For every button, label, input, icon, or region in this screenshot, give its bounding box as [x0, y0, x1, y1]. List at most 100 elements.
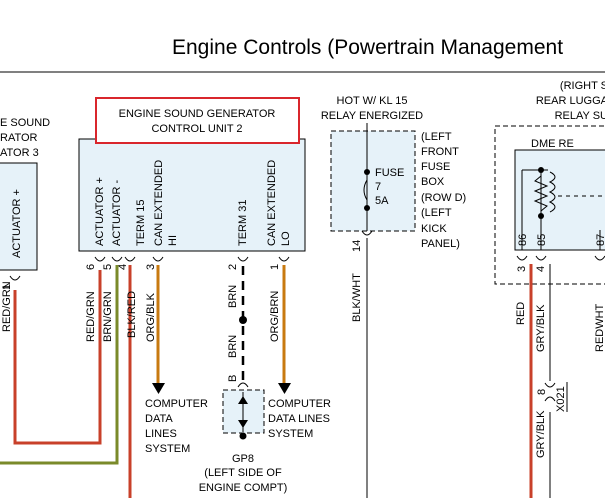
fuse-rating: 5A — [375, 195, 389, 207]
left-actuator-box — [0, 162, 38, 271]
fuse-box-line-3: FUSE — [421, 161, 450, 173]
left-component-label-3: ATOR 3 — [0, 147, 39, 159]
dme-connector-number: 8 — [536, 389, 548, 395]
fuse-element — [363, 179, 368, 201]
ground-location-1: (LEFT SIDE OF — [204, 467, 282, 479]
fuse-header-1: HOT W/ KL 15 — [337, 95, 408, 107]
fuse-box-line-1: (LEFT — [421, 131, 452, 143]
data-lines-right-3: SYSTEM — [268, 428, 313, 440]
data-lines-arrow-right — [278, 383, 291, 394]
dme-pin3-number: 3 — [516, 266, 528, 272]
dme-pin-right-connector — [594, 255, 605, 261]
control-unit-title-highlight — [95, 97, 300, 144]
cu-pin-can-hi-label-2: HI — [167, 235, 179, 246]
fuse-wire-label: BLK/WHT — [351, 273, 363, 322]
dme-relay: (RIGHT S REAR LUGGA RELAY SU DME RE 86 8… — [494, 80, 605, 285]
left-component-label-2: RATOR — [0, 132, 38, 144]
diagram-title: Engine Controls (Powertrain Management — [172, 36, 563, 59]
cu-pin3-connector — [152, 256, 164, 262]
data-lines-left-3: LINES — [145, 428, 177, 440]
cu-pin-actuator-plus-label: ACTUATOR + — [94, 177, 106, 246]
dme-terminal-85: 85 — [536, 234, 548, 246]
ground-arrow-down — [238, 420, 248, 428]
cu-pin-term31-label: TERM 31 — [237, 200, 249, 246]
wire-label-blk-red: BLK/RED — [126, 291, 138, 338]
ground-location-2: ENGINE COMPT) — [199, 482, 288, 494]
data-lines-left-1: COMPUTER — [145, 398, 208, 410]
cu-pin-term15-label: TERM 15 — [135, 200, 147, 246]
fuse-box-line-5: (ROW D) — [421, 192, 466, 204]
fuse-bottom-dot — [364, 205, 370, 211]
cu-pin-can-lo-label-2: LO — [280, 231, 292, 246]
cu-pin1-number: 1 — [269, 264, 281, 270]
ground-wire-label-lower: BRN — [227, 335, 239, 358]
data-lines-right-2: DATA LINES — [268, 413, 330, 425]
dme-coil-resistor — [533, 175, 549, 212]
fuse-7: HOT W/ KL 15 RELAY ENERGIZED FUSE 7 5A (… — [321, 95, 466, 498]
dme-coil-winding — [548, 171, 556, 213]
cu-pin6-number: 6 — [85, 264, 97, 270]
data-lines-right-1: COMPUTER — [268, 398, 331, 410]
ground-wire-label-upper: BRN — [227, 285, 239, 308]
fuse-box-line-6: (LEFT — [421, 207, 452, 219]
dme-x021-connector-top — [544, 382, 556, 388]
dme-wire-label-red-wht: REDWHT — [594, 303, 605, 352]
cu-pin5-connector — [111, 256, 123, 262]
data-lines-left-2: DATA — [145, 413, 173, 425]
wire-label-org-blk: ORG/BLK — [145, 292, 157, 342]
ground-connector-symbol — [237, 382, 249, 388]
dme-x021-connector-bottom — [544, 396, 556, 402]
data-lines-left-4: SYSTEM — [145, 443, 190, 455]
cu-pin1-connector — [278, 256, 290, 262]
fuse-box-line-8: PANEL) — [421, 238, 460, 250]
left-actuator-pin-number: 1 — [1, 284, 13, 290]
left-actuator-pin-label: ACTUATOR + — [11, 189, 23, 258]
fuse-pin-number: 14 — [351, 240, 363, 252]
dme-terminal-87: 87 — [595, 234, 605, 246]
wire-brn-grn-loop — [0, 265, 119, 465]
dme-relay-box — [514, 149, 605, 251]
dme-pin4-number: 4 — [535, 266, 547, 272]
control-unit-box — [78, 138, 306, 252]
ground-name: GP8 — [232, 453, 254, 465]
fuse-box-line-7: KICK — [421, 223, 447, 235]
ground-splice-dot — [239, 316, 247, 324]
dme-wire-label-gry-blk: GRY/BLK — [535, 304, 547, 352]
dme-terminal-86: 86 — [517, 234, 529, 246]
wire-label-brn-grn: BRN/GRN — [102, 291, 114, 342]
cu-pin6-connector — [94, 256, 106, 262]
fuse-header-2: RELAY ENERGIZED — [321, 110, 423, 122]
ground-arrow-up — [238, 396, 248, 404]
dme-wire-label-red: RED — [515, 302, 527, 325]
wire-label-red-grn: RED/GRN — [85, 291, 97, 342]
fuse-number: 7 — [375, 181, 381, 193]
control-unit-name-1: ENGINE SOUND GENERATOR — [119, 108, 276, 120]
cu-pin2-connector — [237, 256, 249, 262]
cu-pin4-number: 4 — [117, 264, 129, 270]
left-sound-actuator: E SOUND RATOR ATOR 3 ACTUATOR + 1 RED/GR… — [0, 117, 50, 332]
data-lines-arrow-left — [152, 383, 165, 394]
dme-connector-name: X021 — [555, 386, 567, 412]
ground-gp8: BRN BRN B GP8 (LEFT SIDE OF ENGINE COMPT… — [199, 266, 288, 494]
control-unit-name-2: CONTROL UNIT 2 — [151, 123, 242, 135]
cu-pin3-number: 3 — [145, 264, 157, 270]
dme-outer-box — [494, 125, 605, 285]
fuse-box — [330, 130, 416, 232]
fuse-box-line-4: BOX — [421, 176, 445, 188]
cu-pin4-connector — [124, 256, 136, 262]
wire-label-org-brn: ORG/BRN — [269, 291, 281, 342]
fuse-label: FUSE — [375, 167, 404, 179]
left-component-label-1: E SOUND — [0, 117, 50, 129]
dme-header-3: RELAY SU — [555, 110, 605, 122]
dme-relay-name: DME RE — [531, 138, 574, 150]
dme-wire-label-gry-blk-lower: GRY/BLK — [535, 410, 547, 458]
cu-pin-actuator-minus-label: ACTUATOR - — [111, 179, 123, 246]
cu-pin5-number: 5 — [102, 264, 114, 270]
cu-pin-can-lo-label-1: CAN EXTENDED — [266, 160, 278, 246]
dme-pin4-connector — [535, 255, 547, 261]
left-actuator-connector — [9, 275, 21, 281]
dme-header-1: (RIGHT S — [560, 80, 605, 92]
ground-point-dot — [239, 432, 247, 440]
dme-pin3-connector — [516, 255, 528, 261]
